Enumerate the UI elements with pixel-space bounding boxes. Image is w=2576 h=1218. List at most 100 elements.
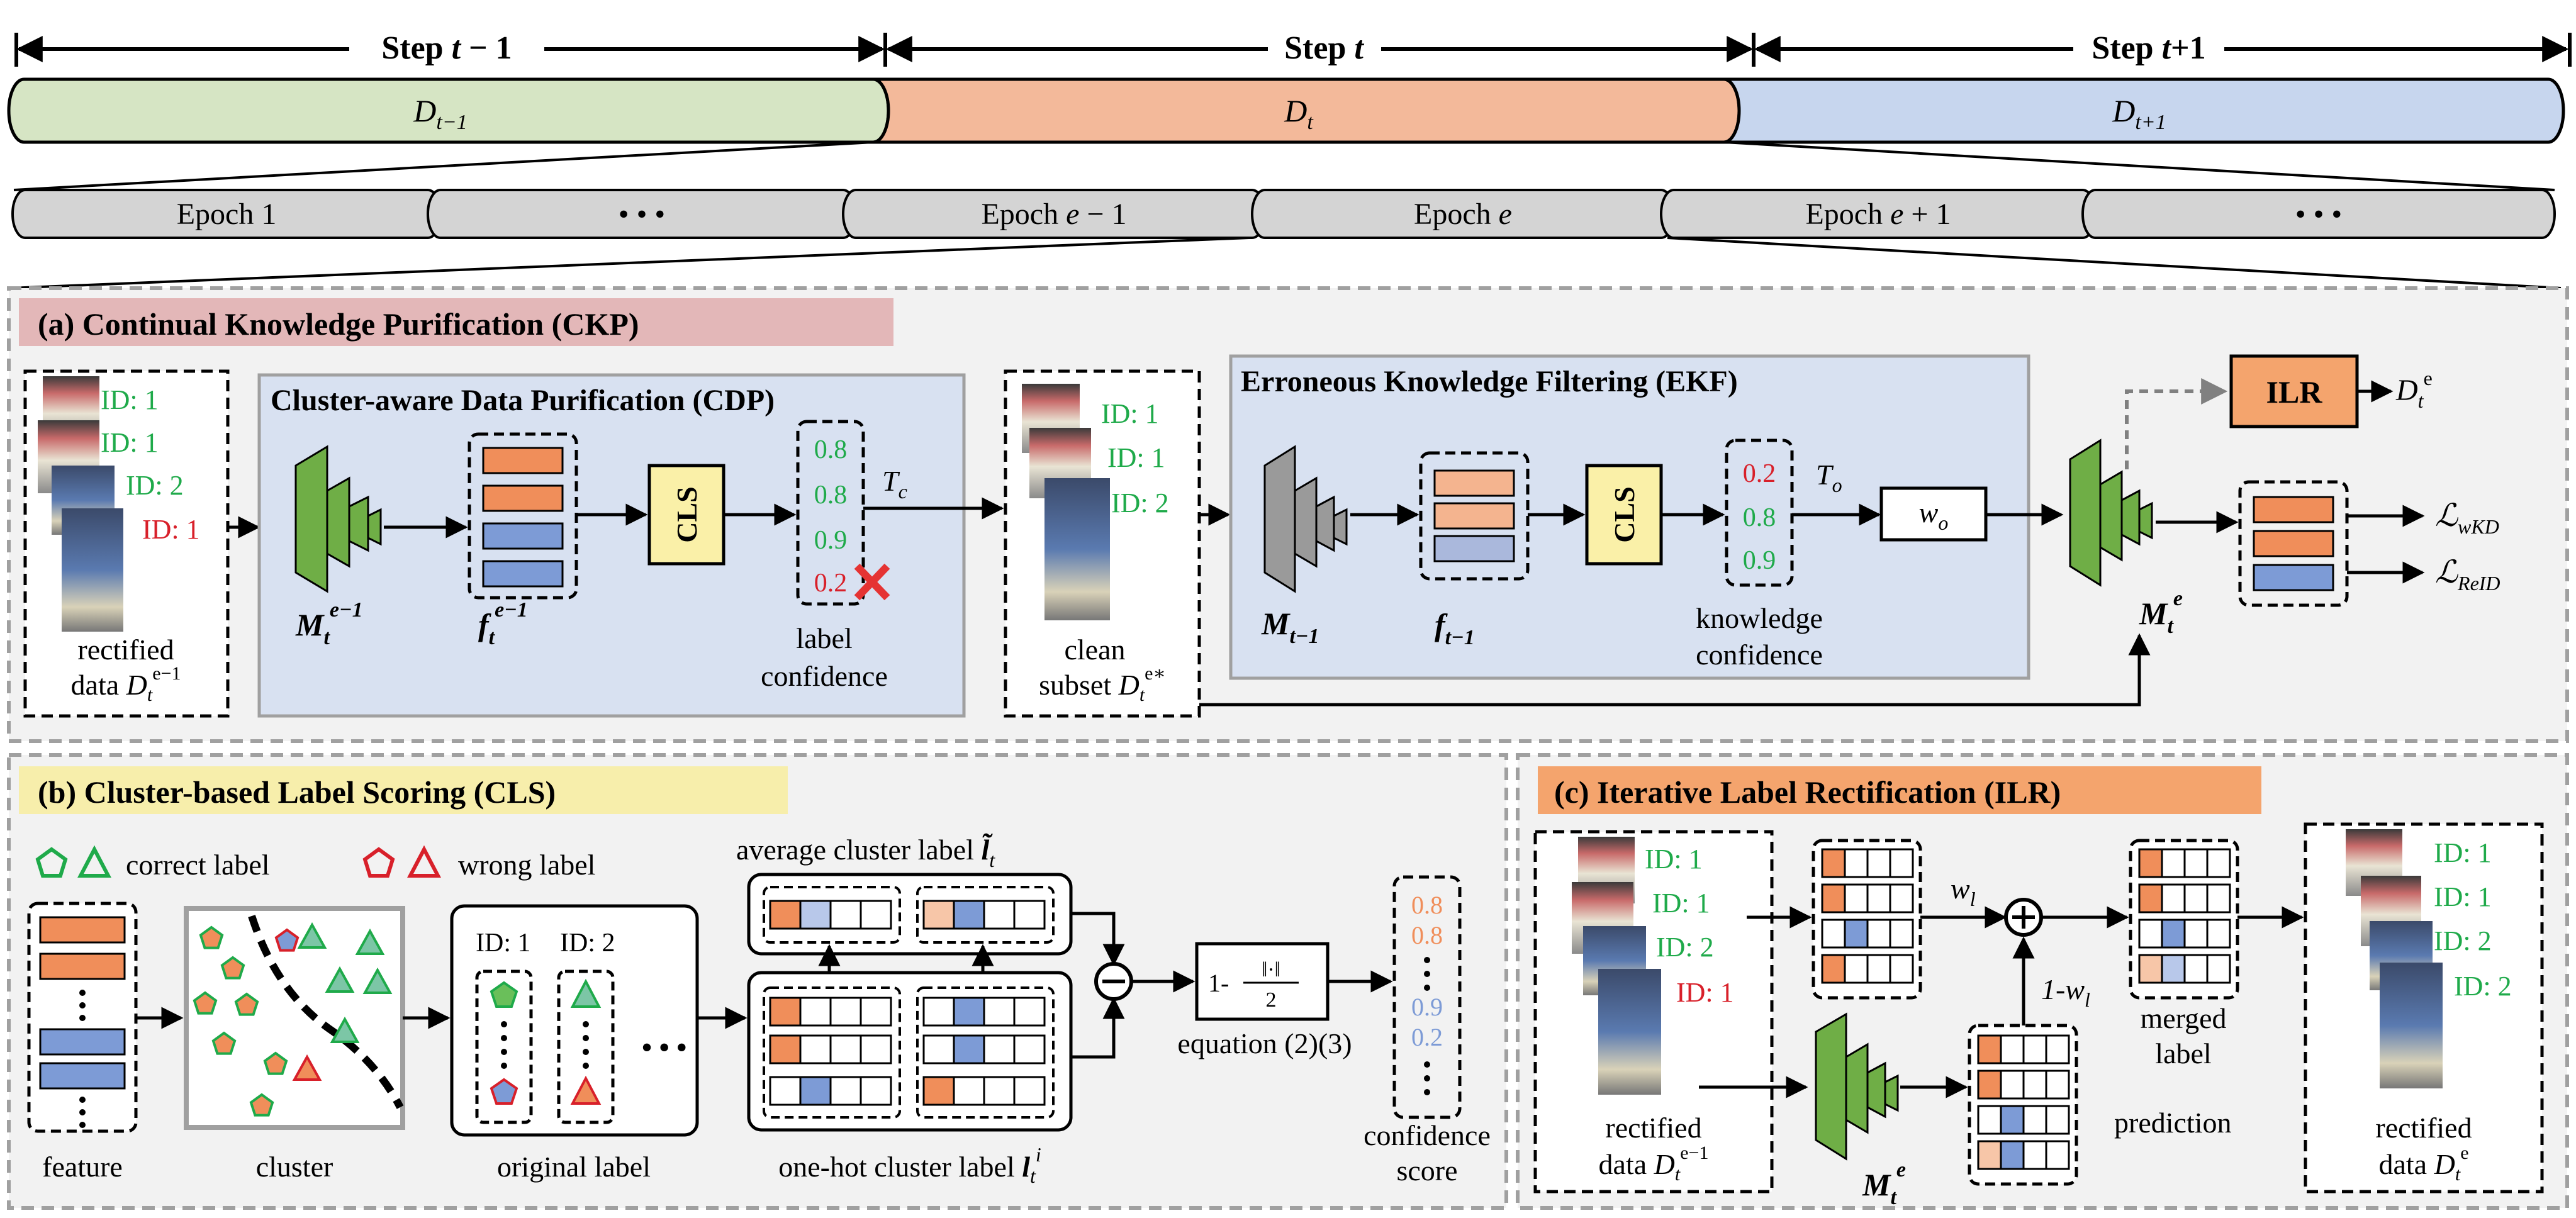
label-cell — [1844, 883, 1869, 914]
ilr-title: (c) Iterative Label Rectification (ILR) — [1554, 774, 2061, 810]
label-cell — [1013, 997, 1046, 1027]
svg-text:0.9: 0.9 — [1743, 546, 1776, 575]
label-cell — [2183, 919, 2209, 949]
label-cell — [2206, 883, 2231, 914]
ckp-input-id-1: ID: 1 — [101, 384, 159, 415]
cluster-point — [220, 956, 245, 980]
label-cell — [1013, 1076, 1046, 1106]
ckp-input-id-2: ID: 1 — [101, 427, 159, 458]
label-cell — [2000, 1140, 2025, 1170]
label-cell — [1866, 919, 1891, 949]
svg-text:0.8: 0.8 — [1411, 921, 1443, 949]
svg-text:cluster: cluster — [256, 1151, 333, 1183]
svg-text:rectified: rectified — [77, 634, 174, 666]
svg-text:Dt: Dt — [1284, 93, 1314, 134]
cls-title: (b) Cluster-based Label Scoring (CLS) — [38, 774, 556, 810]
label-cell — [1977, 1105, 2002, 1135]
svg-text:1-wl: 1-wl — [2041, 973, 2090, 1011]
cluster-point — [325, 966, 355, 993]
pentagon-green-icon — [35, 847, 68, 878]
label-cell — [2183, 883, 2209, 914]
svg-text:clean: clean — [1064, 634, 1125, 666]
cluster-point — [362, 967, 393, 994]
svg-text:2: 2 — [1266, 988, 1277, 1012]
label-cell — [1977, 1034, 2002, 1064]
label-cell — [922, 1034, 955, 1064]
svg-text:ILR: ILR — [2266, 374, 2323, 410]
svg-text:label: label — [2155, 1037, 2211, 1070]
model-prev-epoch — [294, 445, 382, 593]
label-cell — [2183, 954, 2209, 984]
ckp-title: (a) Continual Knowledge Purification (CK… — [38, 306, 639, 342]
svg-text:1-: 1- — [1208, 969, 1229, 997]
svg-text:Mt−1: Mt−1 — [1261, 606, 1319, 648]
svg-text:ID: 1: ID: 1 — [2434, 837, 2492, 868]
cdp-title: Cluster-aware Data Purification (CDP) — [271, 384, 775, 417]
pentagon-red-icon — [362, 847, 395, 878]
svg-text:prediction: prediction — [2114, 1107, 2232, 1139]
label-cell — [2206, 954, 2231, 984]
cluster-point — [297, 922, 327, 949]
cluster-point — [292, 1054, 322, 1081]
cdp-cls-block — [647, 464, 725, 566]
ekf-title: Erroneous Knowledge Filtering (EKF) — [1241, 365, 1738, 398]
svg-text:confidence: confidence — [1696, 639, 1823, 671]
label-cell — [1866, 883, 1891, 914]
svg-text:one-hot cluster label lti: one-hot cluster label lti — [778, 1143, 1041, 1187]
svg-text:ID: 2: ID: 2 — [2434, 925, 2492, 956]
step-label-cur: Step t — [1284, 30, 1364, 66]
svg-text:Tc: Tc — [882, 465, 907, 503]
label-cell — [2045, 1140, 2070, 1170]
label-cell — [953, 997, 985, 1027]
label-cell — [983, 1076, 1016, 1106]
label-cell — [922, 1076, 955, 1106]
svg-text:wl: wl — [1951, 873, 1976, 910]
label-cell — [983, 900, 1016, 930]
formula-box — [1195, 942, 1330, 1021]
label-cell — [2045, 1070, 2070, 1100]
label-cell — [2022, 1034, 2047, 1064]
svg-text:0.9: 0.9 — [1411, 993, 1443, 1021]
label-cell — [2022, 1070, 2047, 1100]
svg-text:rectified: rectified — [1605, 1112, 1701, 1144]
label-cell — [1866, 954, 1891, 984]
label-cell — [2138, 883, 2163, 914]
onehot-grids — [763, 986, 1055, 1119]
step-label-next: Step t+1 — [2092, 30, 2205, 66]
ilr-output-images — [2346, 829, 2443, 1088]
step-timeline: Step t − 1 Step t Step t+1 Dt−1 Dt Dt+1 — [7, 30, 2572, 144]
svg-text:0.8: 0.8 — [814, 435, 848, 464]
svg-text:confidence: confidence — [761, 660, 888, 692]
ckp-input-id-4: ID: 1 — [142, 514, 200, 545]
label-cell — [922, 900, 955, 930]
svg-text:merged: merged — [2140, 1002, 2226, 1034]
svg-text:original label: original label — [497, 1151, 651, 1183]
label-cell — [1013, 900, 1046, 930]
ilr-model — [1815, 1012, 1899, 1161]
label-cell — [1013, 1034, 1046, 1064]
label-cell — [2022, 1105, 2047, 1135]
svg-text:0.2: 0.2 — [1743, 459, 1776, 488]
label-cell — [2045, 1034, 2070, 1064]
epoch-label: Epoch e — [1414, 198, 1512, 231]
svg-text:0.9: 0.9 — [814, 526, 848, 555]
label-cell — [769, 1034, 802, 1064]
svg-text:average cluster label l̃t: average cluster label l̃t — [736, 833, 995, 871]
epoch-label: Epoch 1 — [177, 198, 277, 231]
svg-text:subset Dte∗: subset Dte∗ — [1039, 663, 1166, 705]
label-cell — [860, 1076, 892, 1106]
cluster-point — [330, 1016, 360, 1043]
cluster-points — [193, 922, 393, 1117]
panel-ilr: (c) Iterative Label Rectification (ILR) … — [1516, 753, 2569, 1210]
svg-text:Mte: Mte — [2139, 587, 2183, 638]
label-cell — [769, 997, 802, 1027]
label-cell — [1889, 883, 1914, 914]
label-cell — [1977, 1070, 2002, 1100]
svg-text:feature: feature — [42, 1151, 123, 1183]
current-model — [2069, 439, 2153, 587]
cluster-point — [274, 928, 300, 952]
label-cell — [829, 1076, 862, 1106]
svg-text:knowledge: knowledge — [1696, 602, 1823, 634]
